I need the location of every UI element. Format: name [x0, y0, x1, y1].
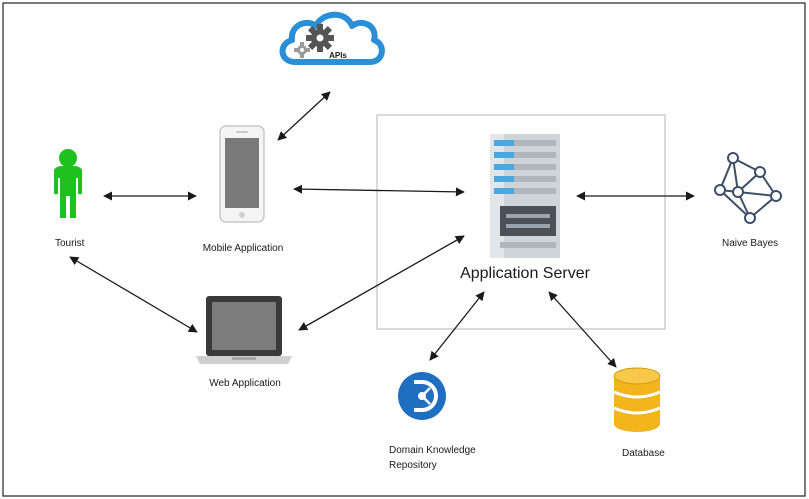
arrow-tourist-web	[69, 256, 198, 333]
knowledge-repository-icon	[398, 372, 446, 420]
server-boundary-box	[376, 114, 666, 330]
domain-repository-label-line2: Repository	[389, 460, 437, 471]
application-server-label: Application Server	[460, 265, 590, 282]
domain-repository-label-line1: Domain Knowledge	[389, 445, 476, 456]
arrow-server-database	[548, 291, 617, 368]
laptop-icon	[196, 296, 292, 364]
arrow-web-server	[298, 235, 465, 331]
tourist-label: Tourist	[55, 238, 85, 249]
person-icon	[54, 149, 82, 218]
cloud-gears-icon	[279, 11, 385, 65]
naive-bayes-label: Naive Bayes	[722, 238, 779, 249]
network-graph-icon	[714, 152, 782, 224]
smartphone-icon	[219, 125, 265, 223]
arrow-server-repository	[429, 291, 485, 361]
database-label: Database	[622, 448, 665, 459]
connectors	[69, 91, 695, 368]
mobile-application-label: Mobile Application	[202, 243, 284, 254]
web-application-label: Web Application	[209, 378, 281, 389]
database-icon	[613, 367, 661, 432]
arrow-mobile-server	[293, 184, 465, 197]
arrow-mobile-apis	[277, 91, 331, 141]
server-rack-icon	[490, 134, 560, 258]
apis-label: APIs	[329, 51, 347, 60]
